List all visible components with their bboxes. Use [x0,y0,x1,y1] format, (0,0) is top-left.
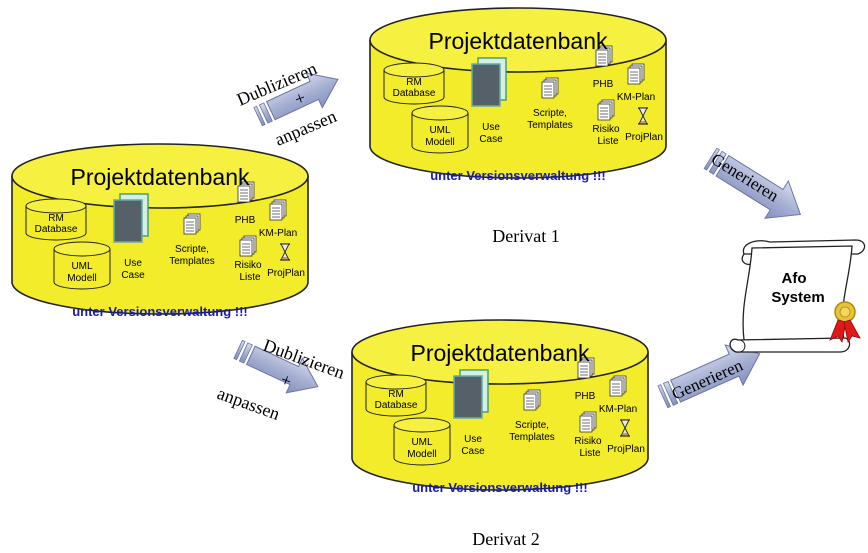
rm-label: RM [406,77,422,88]
version-label: unter Versionsverwaltung !!! [72,304,248,319]
arrow-dublizieren-bottom [233,339,319,394]
database-derivat-1: Projektdatenbank RM Database UML Modell … [370,8,666,183]
database-title: Projektdatenbank [410,340,590,366]
risiko-label-2: Liste [239,272,261,283]
database-title: Projektdatenbank [428,28,608,54]
kmplan-label: KM-Plan [617,92,655,103]
rm-label-2: Database [393,88,436,99]
uml-label-2: Modell [425,137,454,148]
usecase-label: Use [124,258,142,269]
afo-system-scroll: Afo System [729,239,866,353]
scripte-label-2: Templates [169,256,215,267]
rm-label: RM [388,389,404,400]
usecase-label: Use [464,434,482,445]
derivat-2-label: Derivat 2 [472,529,539,549]
derivat-1-label: Derivat 1 [492,226,559,246]
risiko-label-2: Liste [579,448,601,459]
risiko-label-2: Liste [597,136,619,147]
database-title: Projektdatenbank [70,164,250,190]
arrow-generieren-bottom [657,344,761,409]
system-label: System [771,289,824,306]
rm-label-2: Database [375,400,418,411]
version-label: unter Versionsverwaltung !!! [430,168,606,183]
phb-label: PHB [235,215,256,226]
version-label: unter Versionsverwaltung !!! [412,480,588,495]
arrow-label-anpassen-bottom: anpassen [215,383,283,424]
arrow-dublizieren-top [253,72,339,127]
uml-label: UML [71,261,93,272]
database-derivat-2: Projektdatenbank RM Database UML Modell … [352,320,648,495]
uml-label: UML [429,125,451,136]
scripte-label-2: Templates [527,120,573,131]
usecase-label: Use [482,122,500,133]
uml-label-2: Modell [407,449,436,460]
scripte-label: Scripte, [533,108,567,119]
scripte-label-2: Templates [509,432,555,443]
phb-label: PHB [593,79,614,90]
usecase-label-2: Case [121,270,145,281]
projplan-label: ProjPlan [267,268,305,279]
scripte-label: Scripte, [175,244,209,255]
rm-label: RM [48,213,64,224]
projplan-label: ProjPlan [625,132,663,143]
scripte-label: Scripte, [515,420,549,431]
projplan-label: ProjPlan [607,444,645,455]
kmplan-label: KM-Plan [259,228,297,239]
uml-label: UML [411,437,433,448]
phb-label: PHB [575,391,596,402]
risiko-label: Risiko [592,124,620,135]
kmplan-label: KM-Plan [599,404,637,415]
arrow-generieren-top [703,147,802,219]
risiko-label: Risiko [234,260,262,271]
risiko-label: Risiko [574,436,602,447]
database-original: Projektdatenbank RM Database UML Modell … [12,144,308,319]
seal-icon [829,301,861,344]
rm-label-2: Database [35,224,78,235]
uml-label-2: Modell [67,273,96,284]
afo-label: Afo [782,270,807,287]
usecase-label-2: Case [479,134,503,145]
usecase-label-2: Case [461,446,485,457]
